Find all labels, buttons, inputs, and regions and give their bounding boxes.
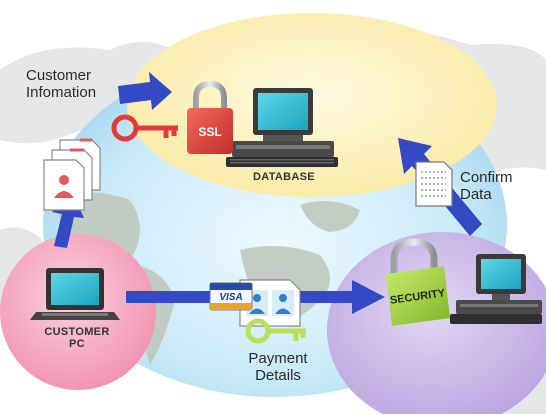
document-icon <box>415 161 453 207</box>
database-computer-icon <box>226 88 338 167</box>
payment-details-line1: Payment <box>248 350 308 367</box>
key-icon <box>245 318 306 344</box>
arrow-icon <box>118 72 172 110</box>
key-icon <box>111 114 178 142</box>
confirm-data-line1: Confirm <box>460 169 513 186</box>
padlock-icon: SSL <box>187 80 233 154</box>
confirm-data-line2: Data <box>460 185 492 203</box>
customer-information-line2: Infomation <box>26 83 97 101</box>
customer-pc-line2: PC <box>69 338 85 351</box>
confirm-data-label: Confirm Data <box>460 169 513 204</box>
ssl-badge-label: SSL <box>198 125 221 139</box>
desktop-computer-icon <box>450 254 542 324</box>
visa-card-label: VISA <box>219 292 242 303</box>
padlock-icon: SECURITY <box>386 238 450 326</box>
database-label: DATABASE <box>253 171 315 183</box>
id-card-icon <box>239 279 301 327</box>
customer-information-label: Customer Infomation <box>26 67 97 102</box>
customer-pc-label: CUSTOMER PC <box>32 326 122 351</box>
customer-information-line1: Customer <box>26 67 92 84</box>
credit-card-icon: VISA <box>209 282 253 311</box>
payment-details-line2: Details <box>255 366 301 384</box>
payment-details-label: Payment Details <box>238 350 318 385</box>
laptop-icon <box>30 268 120 320</box>
customer-pc-line1: CUSTOMER <box>44 326 110 338</box>
document-icon <box>43 138 101 211</box>
